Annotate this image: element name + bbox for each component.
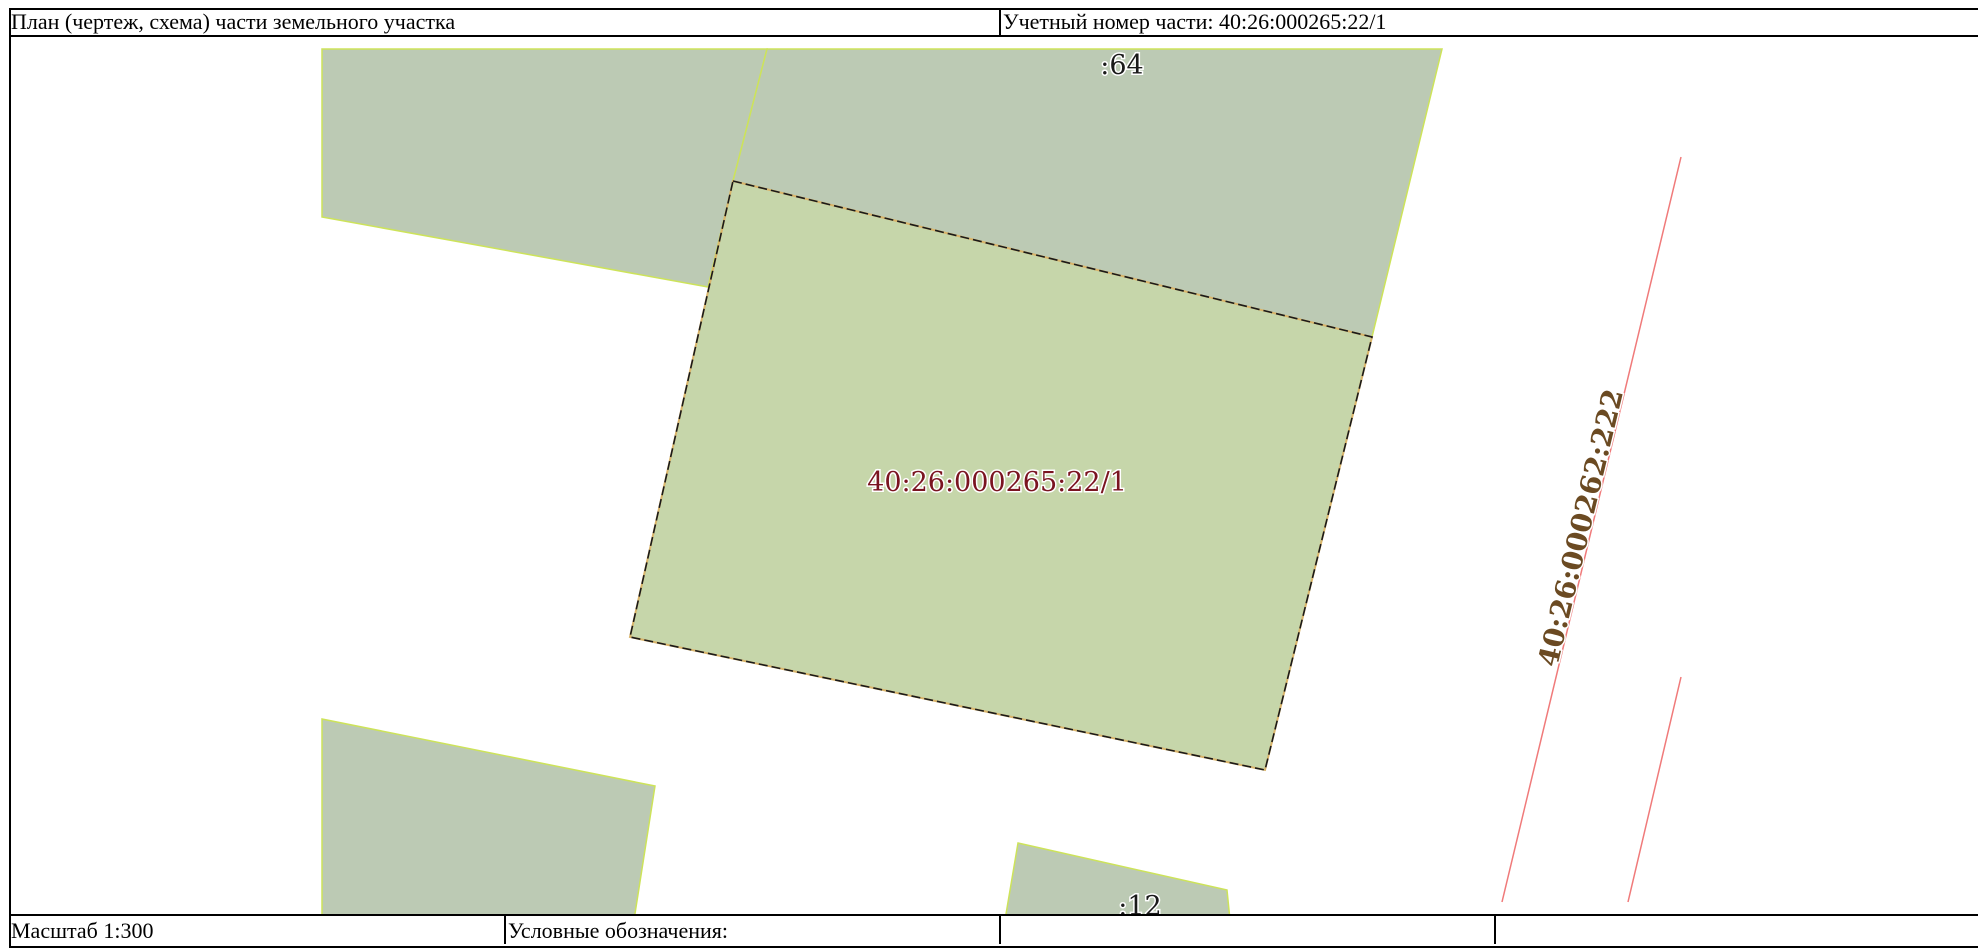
road-line-left — [1501, 156, 1682, 903]
legend-title: Условные обозначения: — [504, 916, 1003, 944]
scale-label: Масштаб 1:300 — [11, 918, 154, 943]
map-svg: :64 :12 40:26:000265:22/1 40:26:000262:2… — [321, 48, 1682, 914]
part-parcel[interactable] — [628, 179, 1374, 772]
neighbor-label-64: :64 — [1100, 50, 1143, 81]
neighbor-parcel-12[interactable] — [1005, 842, 1231, 914]
footer-cell-4 — [1494, 916, 1978, 944]
plan-title: План (чертеж, схема) части земельного уч… — [11, 9, 456, 34]
part-label: 40:26:000265:22/1 — [867, 467, 1127, 498]
account-number: Учетный номер части: 40:26:000265:22/1 — [999, 8, 1978, 35]
neighbor-label-12: :12 — [1118, 891, 1161, 914]
neighbor-parcel-top-left[interactable] — [321, 48, 768, 288]
map-canvas[interactable]: :64 :12 40:26:000265:22/1 40:26:000262:2… — [11, 38, 1978, 914]
header-row: План (чертеж, схема) части земельного уч… — [9, 8, 1978, 37]
road-line-right — [1627, 676, 1682, 903]
footer-cell-3 — [999, 916, 1498, 944]
neighbor-parcel-bottom-left[interactable] — [321, 718, 656, 914]
footer-row: Масштаб 1:300 Условные обозначения: — [9, 914, 1978, 944]
road-label: 40:26:000262:222 — [1532, 386, 1630, 670]
